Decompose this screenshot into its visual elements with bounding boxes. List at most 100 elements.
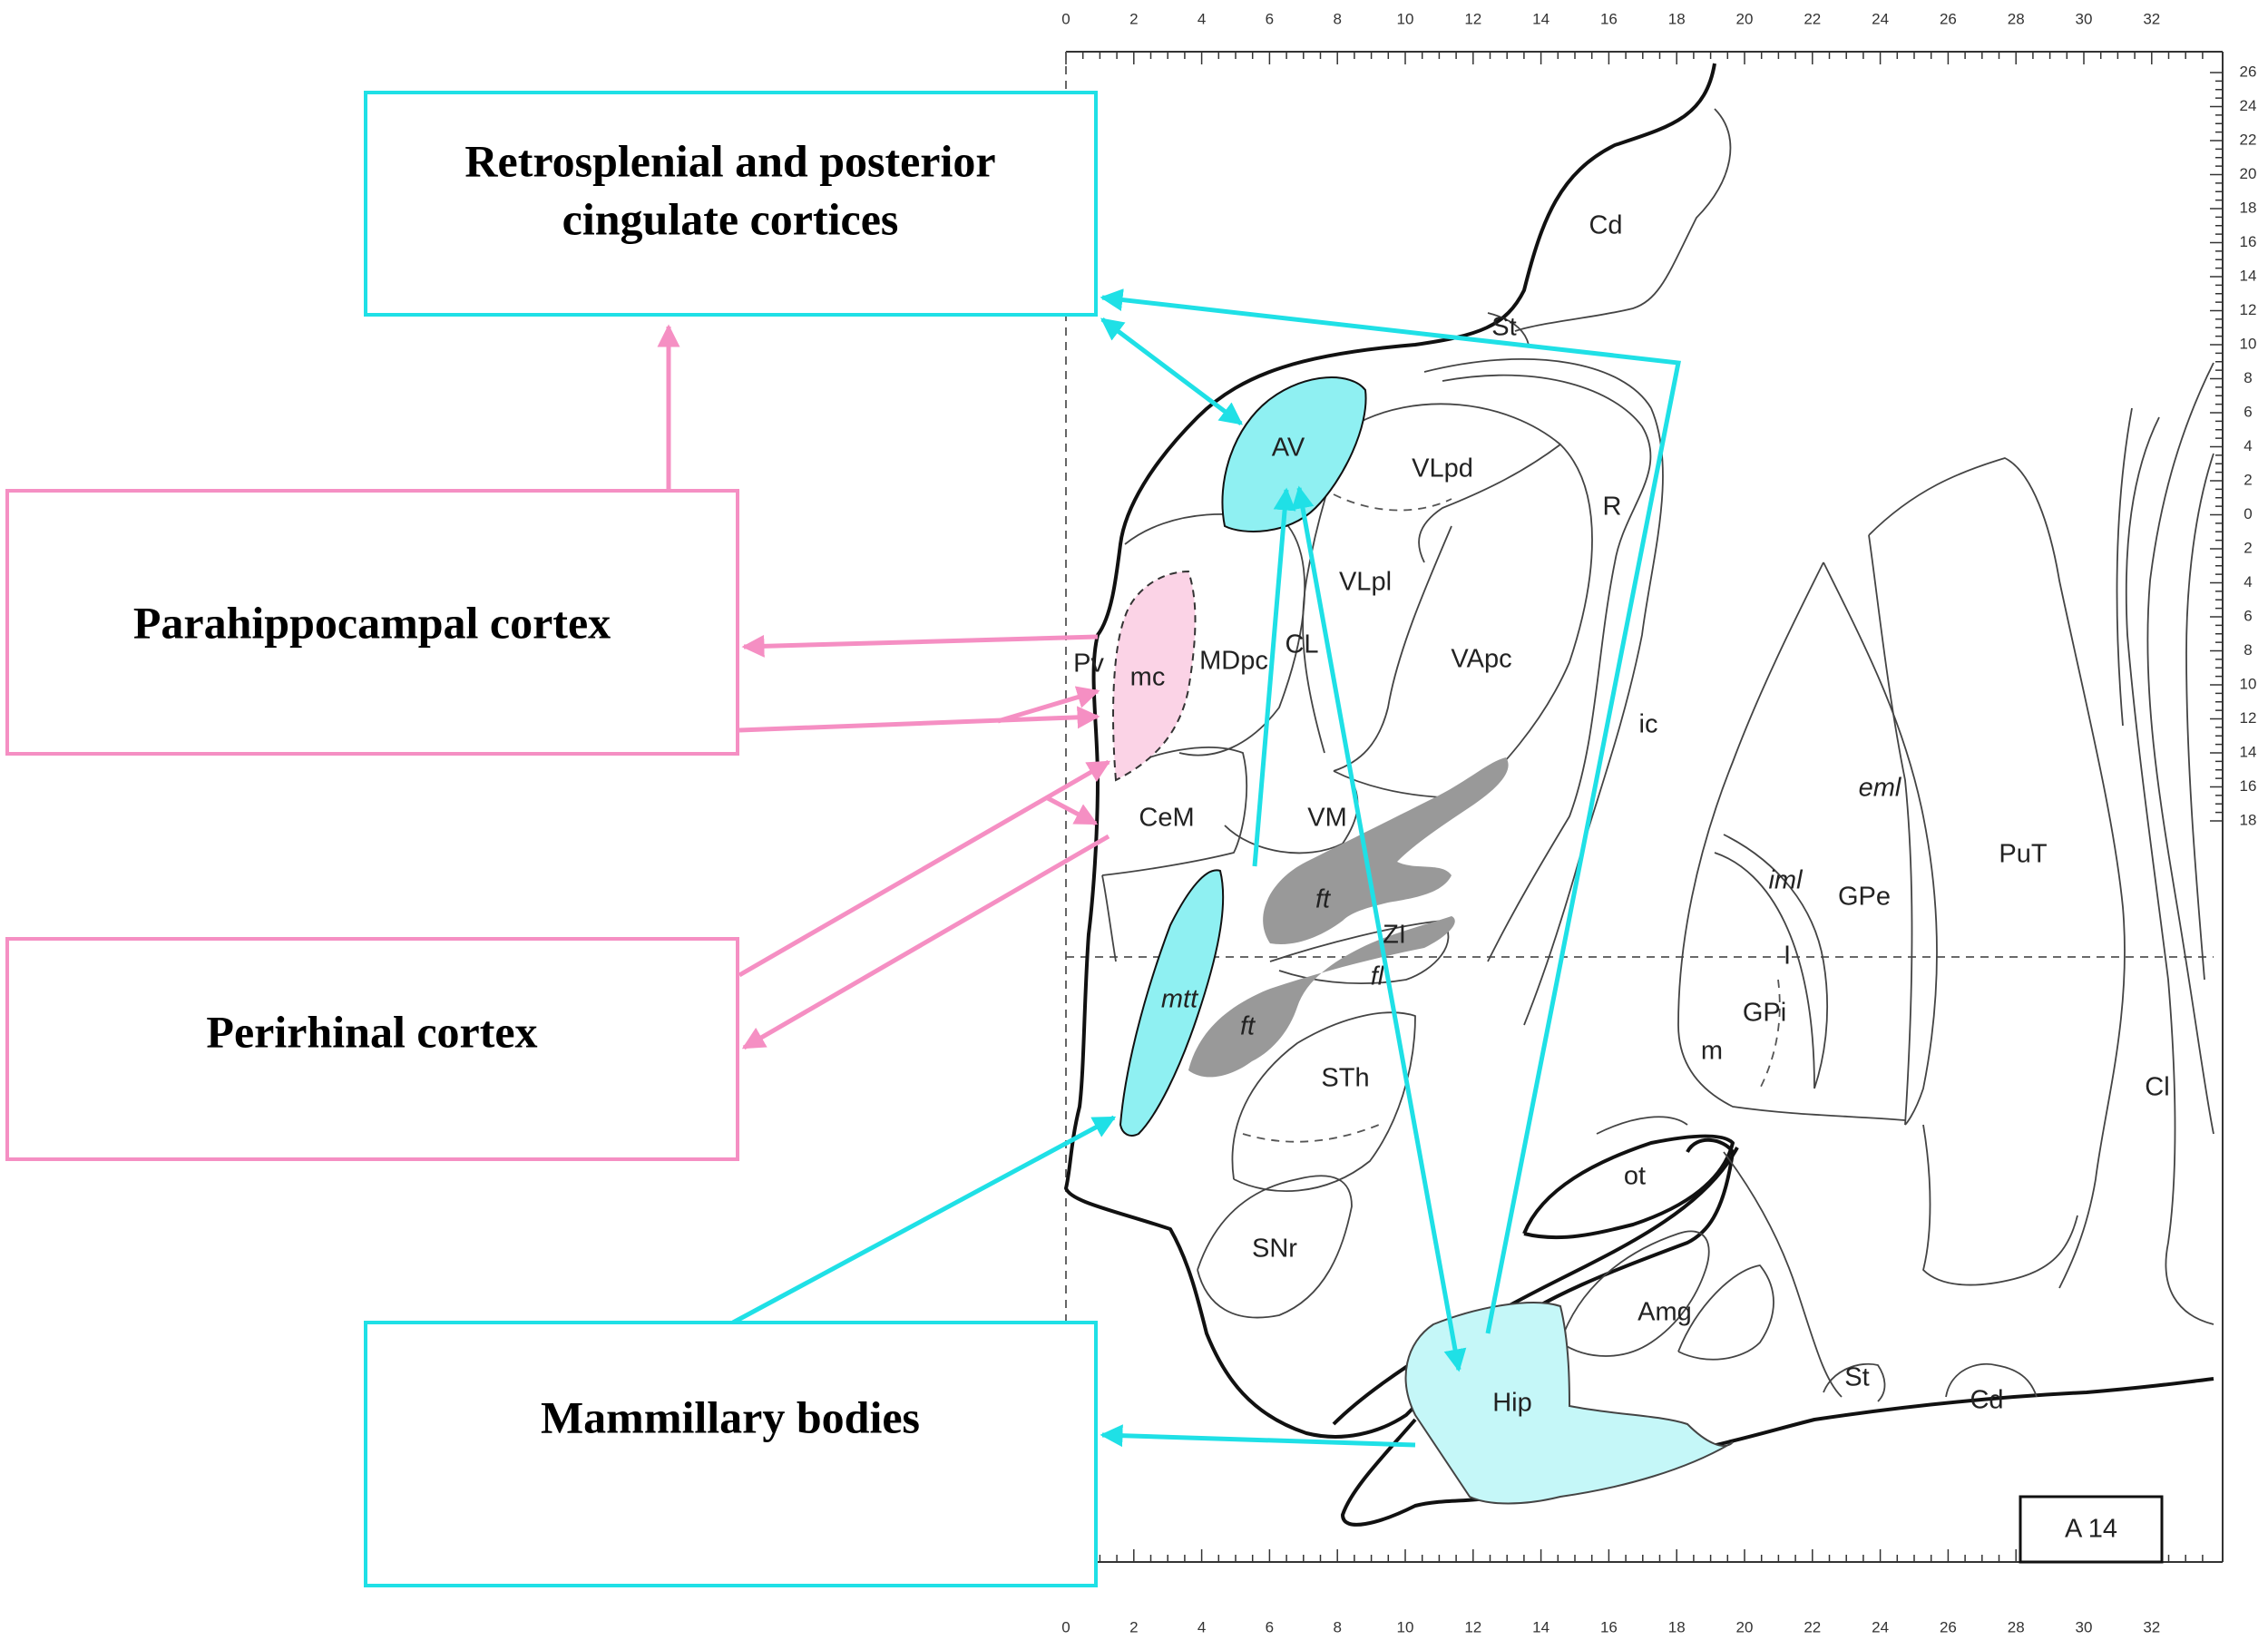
label-iml: iml bbox=[1768, 866, 1804, 895]
x-scale-label: 22 bbox=[1804, 1618, 1821, 1635]
x-scale-label: 6 bbox=[1266, 10, 1274, 27]
box-perirhinal-frame bbox=[5, 937, 739, 1161]
top-ticks bbox=[1065, 52, 2204, 64]
label-st-top: St bbox=[1491, 313, 1516, 342]
x-scale-label: 0 bbox=[1061, 1618, 1070, 1635]
arrow-mammillary-mtt bbox=[731, 1115, 1117, 1325]
x-scale-label: 16 bbox=[1600, 10, 1618, 27]
x-scale-label: 24 bbox=[1872, 1618, 1889, 1635]
y-scale-label: 6 bbox=[2244, 607, 2252, 624]
box-parahippocampal-frame bbox=[5, 489, 739, 756]
x-scale-label: 10 bbox=[1397, 1618, 1414, 1635]
x-scale-label: 22 bbox=[1804, 10, 1821, 27]
arrow-parahippocampal-to-pv-2 bbox=[997, 686, 1100, 724]
label-hip: Hip bbox=[1492, 1389, 1532, 1418]
y-scale-label: 12 bbox=[2240, 301, 2257, 318]
arrow-perirhinal-to-mc bbox=[738, 759, 1111, 978]
y-scale-label: 2 bbox=[2244, 471, 2252, 488]
plate-label-box: A 14 bbox=[2019, 1495, 2164, 1564]
x-scale-label: 32 bbox=[2143, 10, 2160, 27]
label-ot: ot bbox=[1624, 1162, 1646, 1191]
label-st-bottom: St bbox=[1844, 1363, 1869, 1392]
arrow-mtt-to-av bbox=[1252, 487, 1296, 867]
label-eml: eml bbox=[1859, 774, 1902, 803]
bottom-ticks bbox=[1065, 1549, 2204, 1562]
label-sth: STh bbox=[1321, 1064, 1369, 1093]
x-scale-label: 8 bbox=[1333, 1618, 1341, 1635]
x-scale-label: 24 bbox=[1872, 10, 1889, 27]
label-cd-top: Cd bbox=[1589, 211, 1622, 240]
box-mammillary: Mammillary bodies bbox=[364, 1321, 1098, 1587]
x-scale-label: 26 bbox=[1940, 10, 1957, 27]
label-av: AV bbox=[1272, 434, 1305, 463]
label-vapc: VApc bbox=[1451, 645, 1511, 674]
label-mdpc: MDpc bbox=[1199, 647, 1268, 676]
label-cem: CeM bbox=[1139, 804, 1194, 833]
y-scale-label: 16 bbox=[2240, 233, 2257, 250]
x-scale-label: 16 bbox=[1600, 1618, 1618, 1635]
label-vlpd: VLpd bbox=[1412, 454, 1473, 483]
x-scale-label: 6 bbox=[1266, 1618, 1274, 1635]
mc-region bbox=[1112, 570, 1197, 782]
box-retrosplenial-line2: cingulate cortices bbox=[562, 193, 899, 244]
cyan-arrows bbox=[731, 288, 1681, 1448]
y-scale-label: 20 bbox=[2240, 165, 2257, 182]
arrow-av-hip bbox=[1291, 485, 1467, 1372]
arrow-perirhinal-to-cem bbox=[1046, 796, 1099, 826]
y-scale-label: 12 bbox=[2240, 709, 2257, 727]
x-scale-label: 10 bbox=[1397, 10, 1414, 27]
x-scale-label: 14 bbox=[1532, 1618, 1549, 1635]
box-retrosplenial-frame bbox=[364, 91, 1098, 317]
label-vm: VM bbox=[1307, 804, 1347, 833]
label-r: R bbox=[1603, 493, 1622, 522]
x-scale-label: 4 bbox=[1198, 1618, 1206, 1635]
label-gpe: GPe bbox=[1838, 883, 1891, 912]
label-mtt: mtt bbox=[1161, 985, 1199, 1014]
y-scale-label: 14 bbox=[2240, 267, 2257, 284]
label-ic: ic bbox=[1639, 710, 1658, 739]
plate-label: A 14 bbox=[2065, 1515, 2117, 1544]
label-gpi: GPi bbox=[1743, 999, 1786, 1028]
arrow-pv-to-parahippocampal bbox=[741, 634, 1099, 658]
label-ft-upper: ft bbox=[1315, 885, 1332, 914]
box-retrosplenial-line1: Retrosplenial and posterior bbox=[464, 135, 995, 186]
label-cd-bottom: Cd bbox=[1970, 1386, 2003, 1415]
label-pv: Pv bbox=[1073, 649, 1104, 678]
x-scale-label: 18 bbox=[1668, 1618, 1686, 1635]
label-ft-lower: ft bbox=[1240, 1012, 1256, 1041]
box-mammillary-label: Mammillary bodies bbox=[541, 1391, 920, 1442]
x-scale-label: 2 bbox=[1129, 1618, 1138, 1635]
x-scale-label: 4 bbox=[1198, 10, 1206, 27]
label-vlpl: VLpl bbox=[1339, 568, 1392, 597]
arrow-hip-mammillary bbox=[1100, 1424, 1416, 1448]
x-scale-label: 28 bbox=[2008, 10, 2025, 27]
x-scale-label: 0 bbox=[1061, 10, 1070, 27]
box-parahippocampal: Parahippocampal cortex bbox=[5, 489, 739, 756]
hemisphere-outline bbox=[1064, 63, 1735, 1439]
ft-lower-region bbox=[1188, 916, 1455, 1078]
y-scale-label: 14 bbox=[2240, 743, 2257, 760]
x-scale-label: 12 bbox=[1464, 1618, 1481, 1635]
y-scale-label: 2 bbox=[2244, 539, 2252, 556]
y-scale-label: 24 bbox=[2240, 97, 2257, 114]
box-perirhinal-label: Perirhinal cortex bbox=[206, 1006, 537, 1057]
label-m: m bbox=[1701, 1037, 1723, 1066]
label-put: PuT bbox=[1999, 840, 2047, 869]
box-retrosplenial: Retrosplenial and posterior cingulate co… bbox=[364, 91, 1098, 317]
label-snr: SNr bbox=[1252, 1235, 1297, 1264]
x-scale-label: 26 bbox=[1940, 1618, 1957, 1635]
arrow-parahippocampal-to-pv bbox=[738, 706, 1100, 733]
box-perirhinal: Perirhinal cortex bbox=[5, 937, 739, 1161]
x-scale-label: 28 bbox=[2008, 1618, 2025, 1635]
label-fl: fl bbox=[1371, 962, 1385, 991]
y-scale-label: 6 bbox=[2244, 403, 2252, 420]
y-scale-label: 8 bbox=[2244, 369, 2252, 386]
y-scale-label: 4 bbox=[2244, 437, 2252, 454]
x-scale-label: 30 bbox=[2076, 10, 2093, 27]
y-scale-label: 26 bbox=[2240, 63, 2257, 80]
label-amg: Amg bbox=[1637, 1298, 1692, 1327]
y-scale-label: 0 bbox=[2244, 505, 2252, 522]
